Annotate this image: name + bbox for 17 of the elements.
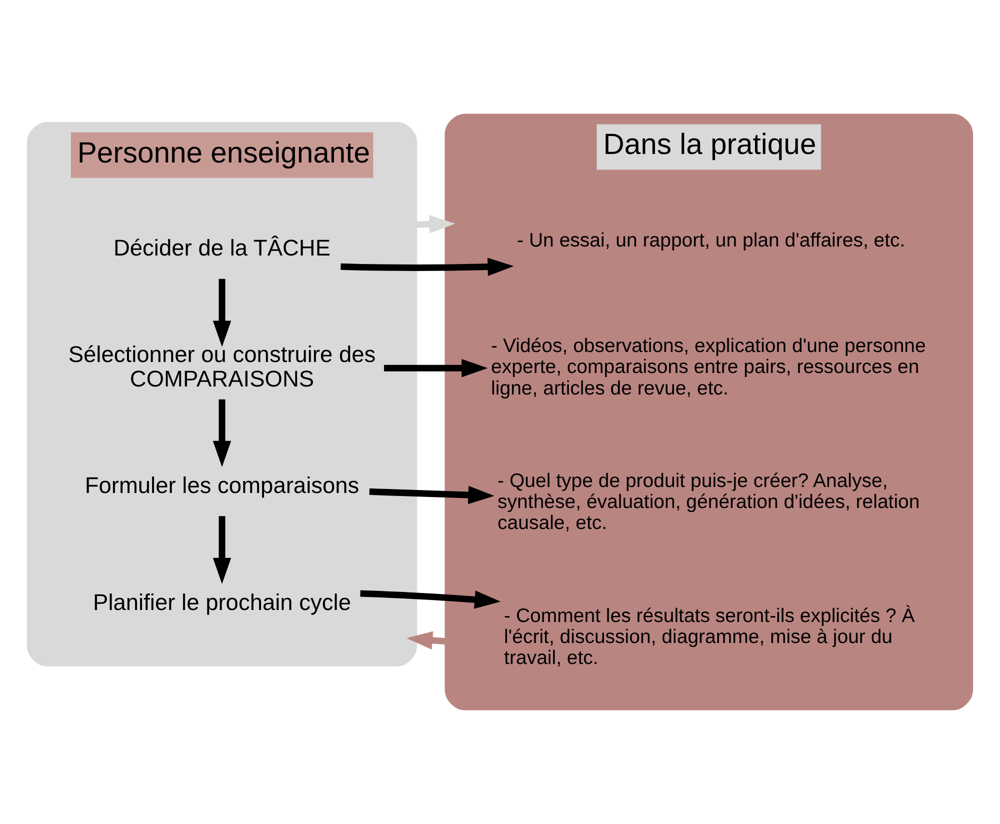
- arrow: [384, 358, 488, 378]
- node-text: - Comment les résultats seront-ils explicités ? À l'écrit, discussion, diagramme, mise à jour du travail, etc.: [504, 604, 915, 670]
- arrow: [416, 215, 456, 234]
- node-text: - Vidéos, observations, explication d'une personne experte, comparaisons entre pairs, ressources en ligne, articles de revue, etc.: [491, 335, 926, 400]
- node-text: Planifier le prochain cycle: [93, 588, 351, 615]
- node-text: Sélectionner ou construire des COMPARAISONS: [68, 340, 376, 392]
- arrow: [360, 590, 501, 609]
- arrow: [369, 486, 494, 504]
- arrow: [212, 399, 232, 467]
- arrow: [212, 278, 232, 347]
- node-text: Formuler les comparaisons: [84, 472, 360, 498]
- node-text: - Quel type de produit puis-je créer? Analyse, synthèse, évaluation, génération d'idées, relation causale, etc.: [498, 470, 920, 534]
- arrow: [212, 516, 232, 584]
- node-text: Décider de la TÂCHE: [113, 234, 331, 260]
- node-text: - Un essai, un rapport, un plan d'affaires, etc.: [517, 229, 906, 252]
- arrow: [340, 258, 514, 276]
- arrow: [406, 631, 446, 650]
